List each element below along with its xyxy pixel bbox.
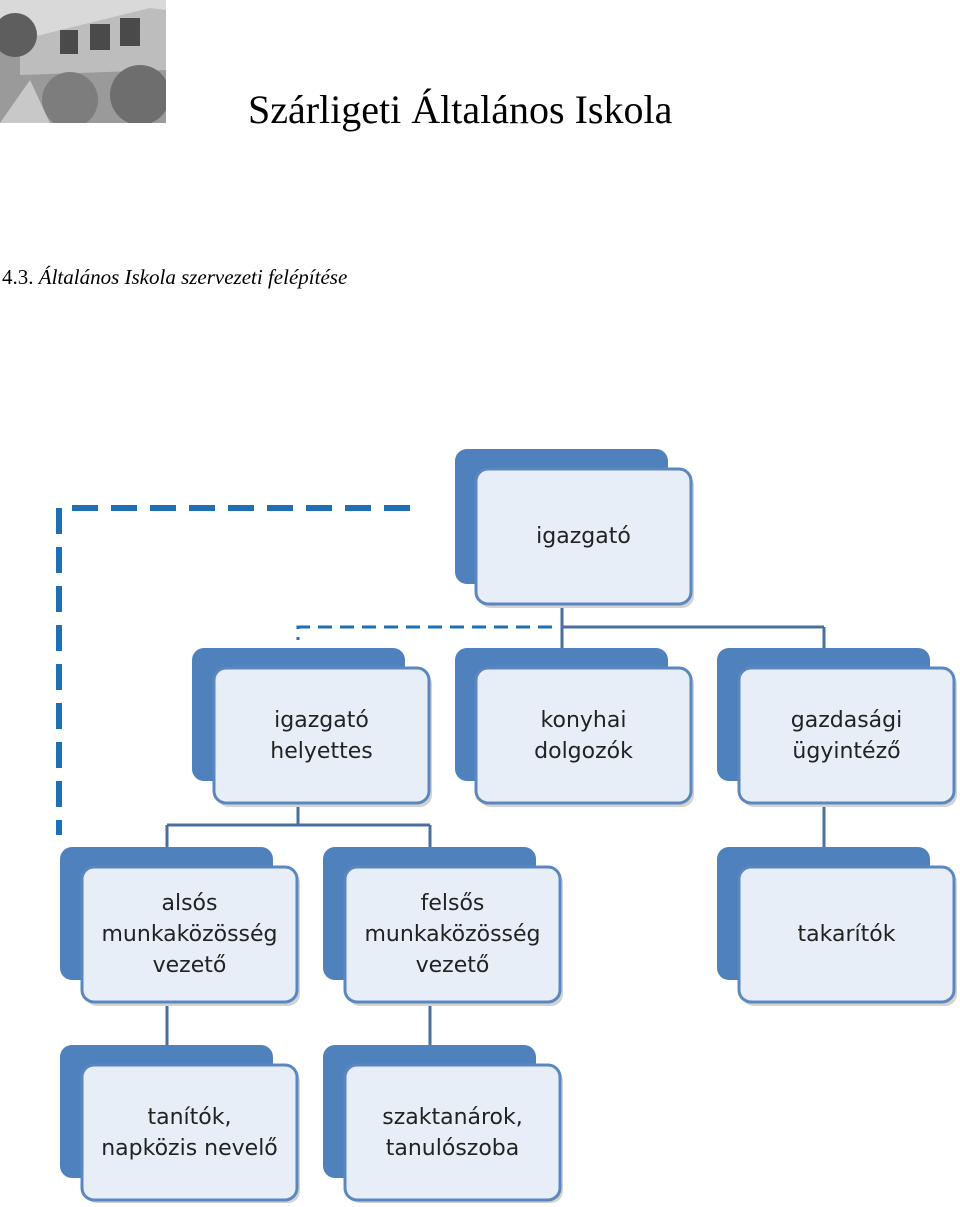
node-box-igazgato	[455, 449, 694, 608]
school-name: Szárligeti Általános Iskola	[248, 87, 673, 132]
node-szaktanarok: szaktanárok, tanulószoba	[382, 1104, 523, 1161]
node-box-igazgato-helyettes	[192, 648, 432, 807]
node-box-also-munkakozosseg	[60, 847, 300, 1006]
section-number: 4.3.	[2, 265, 34, 289]
node-box-szaktanarok	[323, 1045, 563, 1203]
node-box-felso-munkakozosseg	[323, 847, 563, 1006]
node-gazdasagi-ugyintezo: gazdasági ügyintéző	[790, 707, 903, 764]
dashed-connectors	[56, 505, 552, 835]
section-title: Általános Iskola szervezeti felépítése	[38, 265, 348, 289]
node-igazgato-helyettes: igazgató helyettes	[270, 707, 373, 764]
node-also-munkakozosseg: alsós munkaközösség vezető	[101, 891, 278, 978]
node-konyhai-dolgozok: konyhai dolgozók	[534, 707, 633, 764]
node-box-gazdasagi-ugyintezo	[717, 648, 957, 807]
node-igazgato: igazgató	[536, 524, 631, 549]
node-tanitok: tanítók, napközis nevelő	[101, 1104, 278, 1161]
node-box-takaritok	[717, 847, 957, 1006]
node-box-tanitok	[60, 1045, 300, 1203]
node-felso-munkakozosseg: felsős munkaközösség vezető	[364, 891, 541, 978]
node-box-konyhai-dolgozok	[455, 648, 694, 807]
connector-lines	[165, 606, 826, 1045]
node-takaritok: takarítók	[797, 922, 896, 947]
section-heading: 4.3. Általános Iskola szervezeti felépít…	[2, 265, 347, 290]
school-photo	[0, 0, 166, 123]
